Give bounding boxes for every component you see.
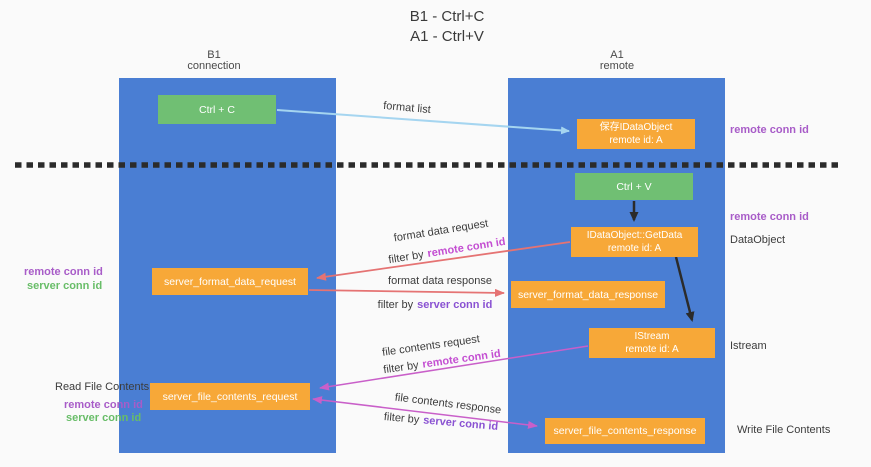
remote-conn-id-annotation-top: remote conn id <box>730 124 809 136</box>
column-header-a1: A1 remote <box>600 50 634 72</box>
b1-name: B1 <box>207 49 221 61</box>
node-ctrl-c: Ctrl + C <box>158 95 276 124</box>
filter-by-text: filter by <box>383 411 420 427</box>
format-data-response-label: format data response <box>388 275 492 287</box>
filter-by-text: filter by <box>387 248 425 267</box>
server-format-data-request-label: server_format_data_request <box>164 275 296 288</box>
server-conn-id-text: server conn id <box>417 299 493 311</box>
title-line-1: B1 - Ctrl+C <box>409 8 485 25</box>
node-ctrl-v: Ctrl + V <box>575 173 693 200</box>
save-idataobject-line2: remote id: A <box>609 135 663 146</box>
istream-line1: IStream <box>634 331 670 342</box>
node-server-format-data-request: server_format_data_request <box>152 268 308 295</box>
format-list-label: format list <box>382 99 432 117</box>
write-file-contents-annotation: Write File Contents <box>737 424 831 436</box>
read-file-contents-annotation: Read File Contents <box>55 381 150 393</box>
diagram-title: B1 - Ctrl+C A1 - Ctrl+V <box>410 7 485 47</box>
server-file-contents-response-label: server_file_contents_response <box>553 425 697 437</box>
a1-name: A1 <box>610 49 624 61</box>
node-save-idataobject: 保存IDataObject remote id: A <box>577 119 695 149</box>
server-conn-id-text: server conn id <box>422 414 499 433</box>
server-conn-id-annotation-left-2: server conn id <box>66 412 142 424</box>
node-server-format-data-response: server_format_data_response <box>511 281 665 308</box>
node-idataobject-getdata: IDataObject::GetData remote id: A <box>571 227 698 257</box>
istream-line2: remote id: A <box>625 344 679 355</box>
remote-conn-id-text: remote conn id <box>426 235 507 261</box>
title-line-2: A1 - Ctrl+V <box>410 28 484 45</box>
node-server-file-contents-request: server_file_contents_request <box>150 383 310 410</box>
a1-subtitle: remote <box>599 60 635 72</box>
node-server-file-contents-response: server_file_contents_response <box>545 418 705 444</box>
ctrl-v-label: Ctrl + V <box>616 180 652 193</box>
istream-annotation: Istream <box>730 340 767 352</box>
column-header-b1: B1 connection <box>187 50 240 72</box>
format-data-response-arrow <box>308 288 505 297</box>
server-conn-id-annotation-left-1: server conn id <box>27 280 103 292</box>
filter-by-text: filter by <box>377 299 414 311</box>
filter-by-text: filter by <box>382 359 420 377</box>
ctrl-c-label: Ctrl + C <box>199 103 235 116</box>
b1-subtitle: connection <box>187 60 241 72</box>
server-format-data-response-label: server_format_data_response <box>517 288 659 301</box>
getdata-line2: remote id: A <box>607 243 662 254</box>
remote-conn-id-annotation-left-1: remote conn id <box>24 266 103 278</box>
getdata-line1: IDataObject::GetData <box>586 230 683 241</box>
server-file-contents-request-label: server_file_contents_request <box>162 390 298 403</box>
remote-conn-id-annotation-left-2: remote conn id <box>64 399 143 411</box>
save-idataobject-line1: 保存IDataObject <box>599 122 673 133</box>
node-istream: IStream remote id: A <box>589 328 715 358</box>
dataobject-annotation: DataObject <box>730 234 786 246</box>
remote-conn-id-annotation-mid: remote conn id <box>730 211 809 223</box>
